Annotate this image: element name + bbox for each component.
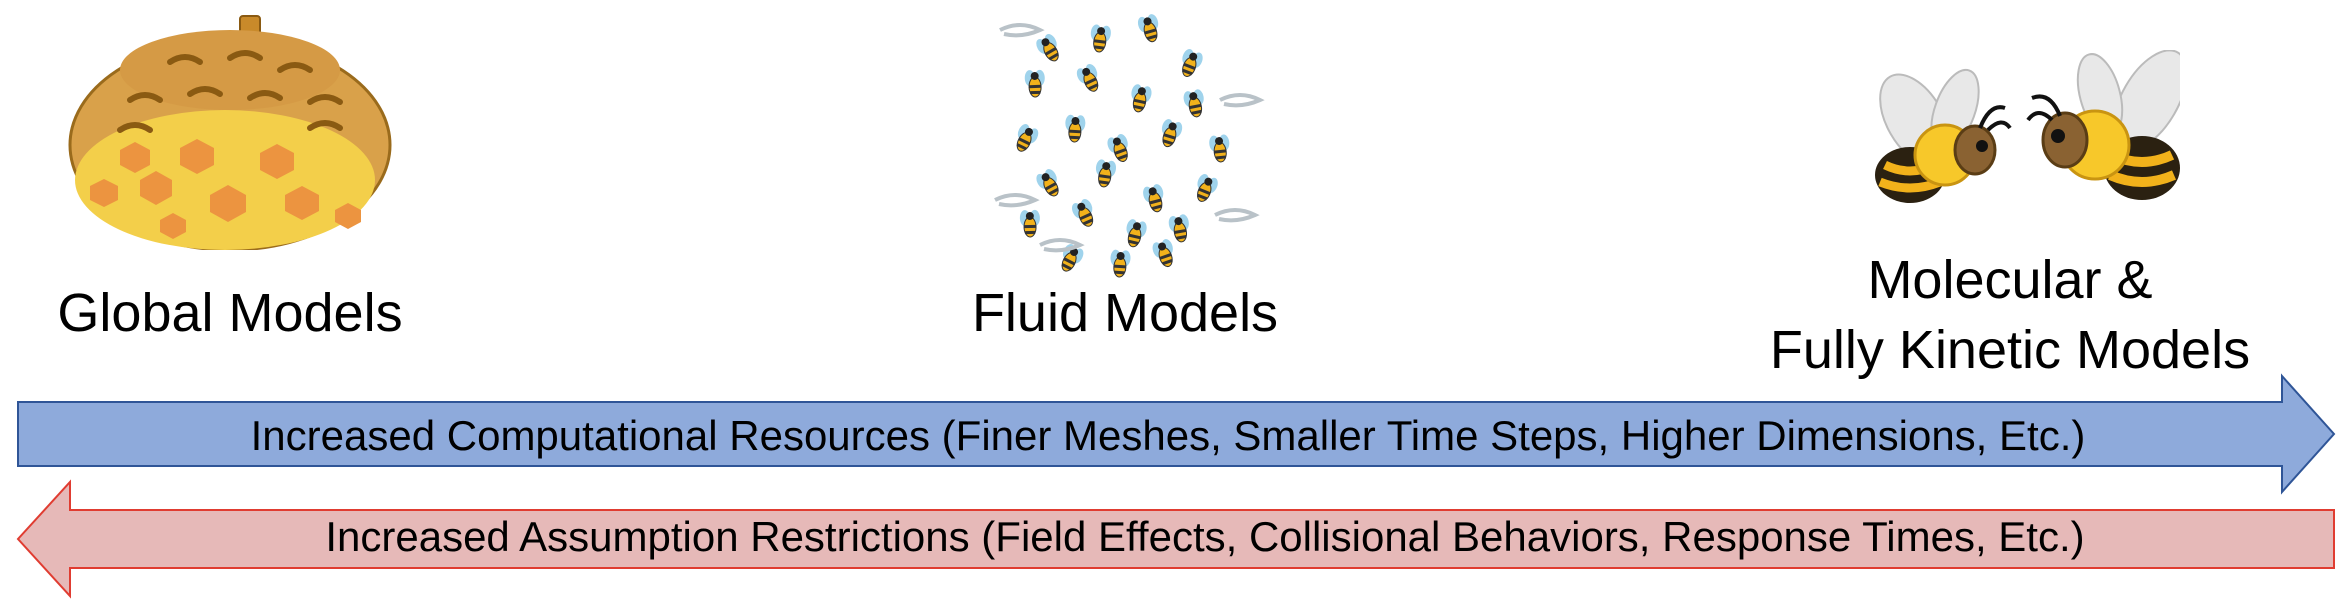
computational-resources-text: Increased Computational Resources (Finer…	[250, 412, 2086, 459]
bee-icon	[1095, 159, 1117, 188]
bee-icon	[1036, 34, 1059, 62]
bee-swarm-icon	[994, 14, 1265, 278]
bee-icon	[1168, 214, 1189, 243]
bee-icon	[1137, 14, 1159, 43]
bee-icon	[1024, 69, 1045, 98]
bee-icon	[1036, 169, 1059, 197]
assumption-restrictions-text: Increased Assumption Restrictions (Field…	[325, 513, 2085, 560]
global-models-label: Global Models	[57, 283, 403, 343]
bee-icon	[1076, 63, 1099, 92]
bee-icon	[1019, 209, 1040, 238]
bee-icon	[1143, 184, 1164, 213]
computational-resources-arrow	[17, 373, 2336, 495]
bee-icon	[1090, 24, 1111, 53]
molecular-models-label-line1: Molecular &	[1867, 250, 2153, 310]
fluid-models-label: Fluid Models	[971, 283, 1279, 343]
two-bees-icon	[1875, 50, 2180, 203]
motion-swirl-icon	[1219, 93, 1265, 108]
bee-icon	[1182, 48, 1203, 77]
bee-icon	[1209, 134, 1230, 163]
bee-icon	[1161, 119, 1183, 148]
beehive-icon	[68, 15, 392, 250]
bee-icon	[1107, 134, 1128, 162]
bee-icon	[1071, 198, 1094, 227]
bee-icon	[1131, 84, 1152, 113]
motion-swirl-icon	[1039, 238, 1085, 253]
motion-swirl-icon	[1214, 208, 1260, 223]
molecular-models-label-line2: Fully Kinetic Models	[1769, 320, 2251, 380]
molecular-models-label: Molecular & Fully Kinetic Models	[1730, 245, 2290, 385]
motion-swirl-icon	[999, 23, 1045, 38]
motion-swirl-icon	[994, 193, 1040, 208]
bee-icon	[1110, 249, 1131, 278]
bee-icon	[1152, 239, 1173, 268]
bee-icon	[1065, 114, 1086, 143]
bee-icon	[1126, 219, 1147, 248]
bee-icon	[1016, 123, 1039, 152]
bee-icon	[1196, 173, 1218, 202]
assumption-restrictions-arrow	[16, 479, 2335, 599]
bee-icon	[1183, 89, 1204, 118]
